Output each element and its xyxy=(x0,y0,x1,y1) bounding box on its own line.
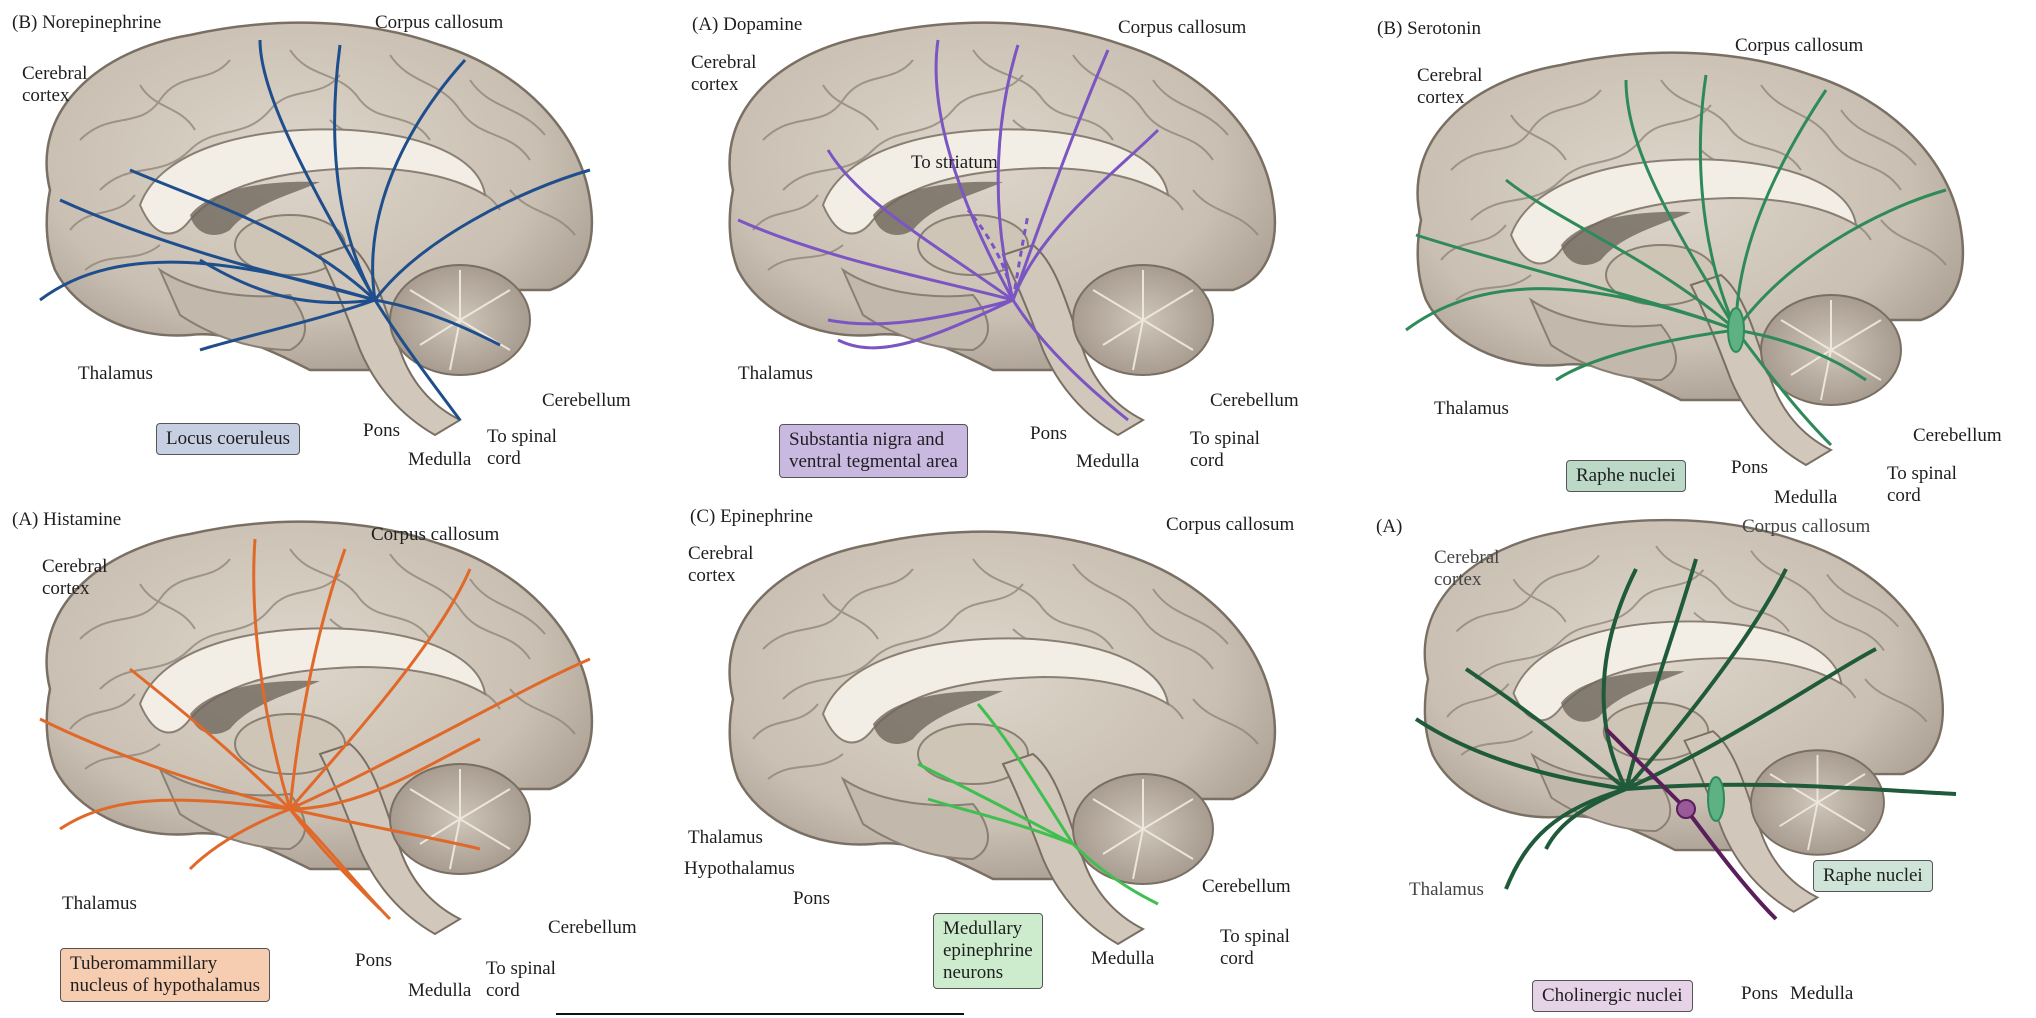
label-cerebral-cortex: Cerebral cortex xyxy=(1434,547,1500,590)
label-to-spinal-cord: To spinal cord xyxy=(1220,926,1290,969)
histamine-brain-illustration xyxy=(39,520,594,936)
label-medulla: Medulla xyxy=(1774,487,1838,508)
substantia-nigra-box: Substantia nigra and ventral tegmental a… xyxy=(779,424,968,478)
label-medulla: Medulla xyxy=(408,449,472,470)
label-cerebral-cortex: Cerebral cortex xyxy=(691,52,757,95)
serotonin-projection-arrows xyxy=(1405,74,1947,447)
label-thalamus: Thalamus xyxy=(738,363,813,384)
label-medulla: Medulla xyxy=(1091,948,1155,969)
label-cerebellum: Cerebellum xyxy=(1913,425,2002,446)
label-cerebral-cortex: Cerebral cortex xyxy=(688,543,754,586)
cholinergic-projection-arrows xyxy=(1414,558,1957,890)
cholinergic-nuclei-box: Cholinergic nuclei xyxy=(1532,980,1693,1012)
dopamine-brain-illustration xyxy=(728,21,1277,437)
dopamine-projection-arrows xyxy=(737,39,1160,422)
label-pons: Pons xyxy=(355,950,392,971)
label-pons: Pons xyxy=(793,888,830,909)
label-thalamus: Thalamus xyxy=(78,363,153,384)
label-medulla: Medulla xyxy=(408,980,472,1001)
label-cerebellum: Cerebellum xyxy=(548,917,637,938)
label-to-spinal-cord: To spinal cord xyxy=(1887,463,1957,506)
epinephrine-projection-arrows xyxy=(917,703,1159,906)
panel-title: (C) Epinephrine xyxy=(690,506,813,527)
panel-title: (A) Dopamine xyxy=(692,14,803,35)
label-cerebellum: Cerebellum xyxy=(542,390,631,411)
serotonin-brain-illustration xyxy=(1405,51,1965,467)
cholinergic-panel: (A) Corpus callosum Cerebral cortex Thal… xyxy=(1356,509,2034,1018)
raphe-nuclei-box: Raphe nuclei xyxy=(1813,860,1933,892)
label-cerebellum: Cerebellum xyxy=(1210,390,1299,411)
label-thalamus: Thalamus xyxy=(688,827,763,848)
label-pons: Pons xyxy=(363,420,400,441)
label-cerebral-cortex: Cerebral cortex xyxy=(1417,65,1483,108)
serotonin-panel: (B) Serotonin Corpus callosum Cerebral c… xyxy=(1356,0,2034,509)
label-to-spinal-cord: To spinal cord xyxy=(1190,428,1260,471)
label-to-spinal-cord: To spinal cord xyxy=(486,958,556,1001)
label-corpus-callosum: Corpus callosum xyxy=(1735,35,1864,56)
bottom-rule xyxy=(556,1013,964,1015)
tuberomammillary-nucleus-box: Tuberomammillary nucleus of hypothalamus xyxy=(60,948,270,1002)
epinephrine-brain-illustration xyxy=(728,530,1277,946)
label-cerebral-cortex: Cerebral cortex xyxy=(22,63,88,106)
label-cerebral-cortex: Cerebral cortex xyxy=(42,556,108,599)
raphe-nuclei-box: Raphe nuclei xyxy=(1566,460,1686,492)
label-corpus-callosum: Corpus callosum xyxy=(375,12,504,33)
label-corpus-callosum: Corpus callosum xyxy=(1118,17,1247,38)
panel-title: (A) xyxy=(1376,516,1403,537)
label-medulla: Medulla xyxy=(1790,983,1854,1004)
panel-title: (B) Norepinephrine xyxy=(12,12,162,33)
label-thalamus: Thalamus xyxy=(62,893,137,914)
dopamine-panel: (A) Dopamine Corpus callosum Cerebral co… xyxy=(678,0,1356,509)
label-pons: Pons xyxy=(1731,457,1768,478)
label-thalamus: Thalamus xyxy=(1434,398,1509,419)
label-to-striatum: To striatum xyxy=(911,152,998,173)
norepinephrine-projection-arrows xyxy=(39,39,591,421)
norepinephrine-brain-illustration xyxy=(39,21,594,437)
panel-title: (A) Histamine xyxy=(12,509,122,530)
label-hypothalamus: Hypothalamus xyxy=(684,858,795,879)
label-corpus-callosum: Corpus callosum xyxy=(1166,514,1295,535)
norepinephrine-panel: (B) Norepinephrine Corpus callosum Cereb… xyxy=(0,0,678,509)
panel-title: (B) Serotonin xyxy=(1377,18,1481,39)
histamine-panel: (A) Histamine Corpus callosum Cerebral c… xyxy=(0,509,678,1018)
label-cerebellum: Cerebellum xyxy=(1202,876,1291,897)
label-pons: Pons xyxy=(1741,983,1778,1004)
label-corpus-callosum: Corpus callosum xyxy=(371,524,500,545)
locus-coeruleus-box: Locus coeruleus xyxy=(156,423,300,455)
label-medulla: Medulla xyxy=(1076,451,1140,472)
cholinergic-nuclei-arrows xyxy=(1604,727,1778,921)
cholinergic-brain-illustration xyxy=(1414,518,1957,921)
epinephrine-panel: (C) Epinephrine Corpus callosum Cerebral… xyxy=(678,506,1356,1018)
medullary-epinephrine-neurons-box: Medullary epinephrine neurons xyxy=(933,913,1043,989)
label-corpus-callosum: Corpus callosum xyxy=(1742,516,1871,537)
label-to-spinal-cord: To spinal cord xyxy=(487,426,557,469)
label-thalamus: Thalamus xyxy=(1409,879,1484,900)
histamine-projection-arrows xyxy=(39,538,591,921)
label-pons: Pons xyxy=(1030,423,1067,444)
